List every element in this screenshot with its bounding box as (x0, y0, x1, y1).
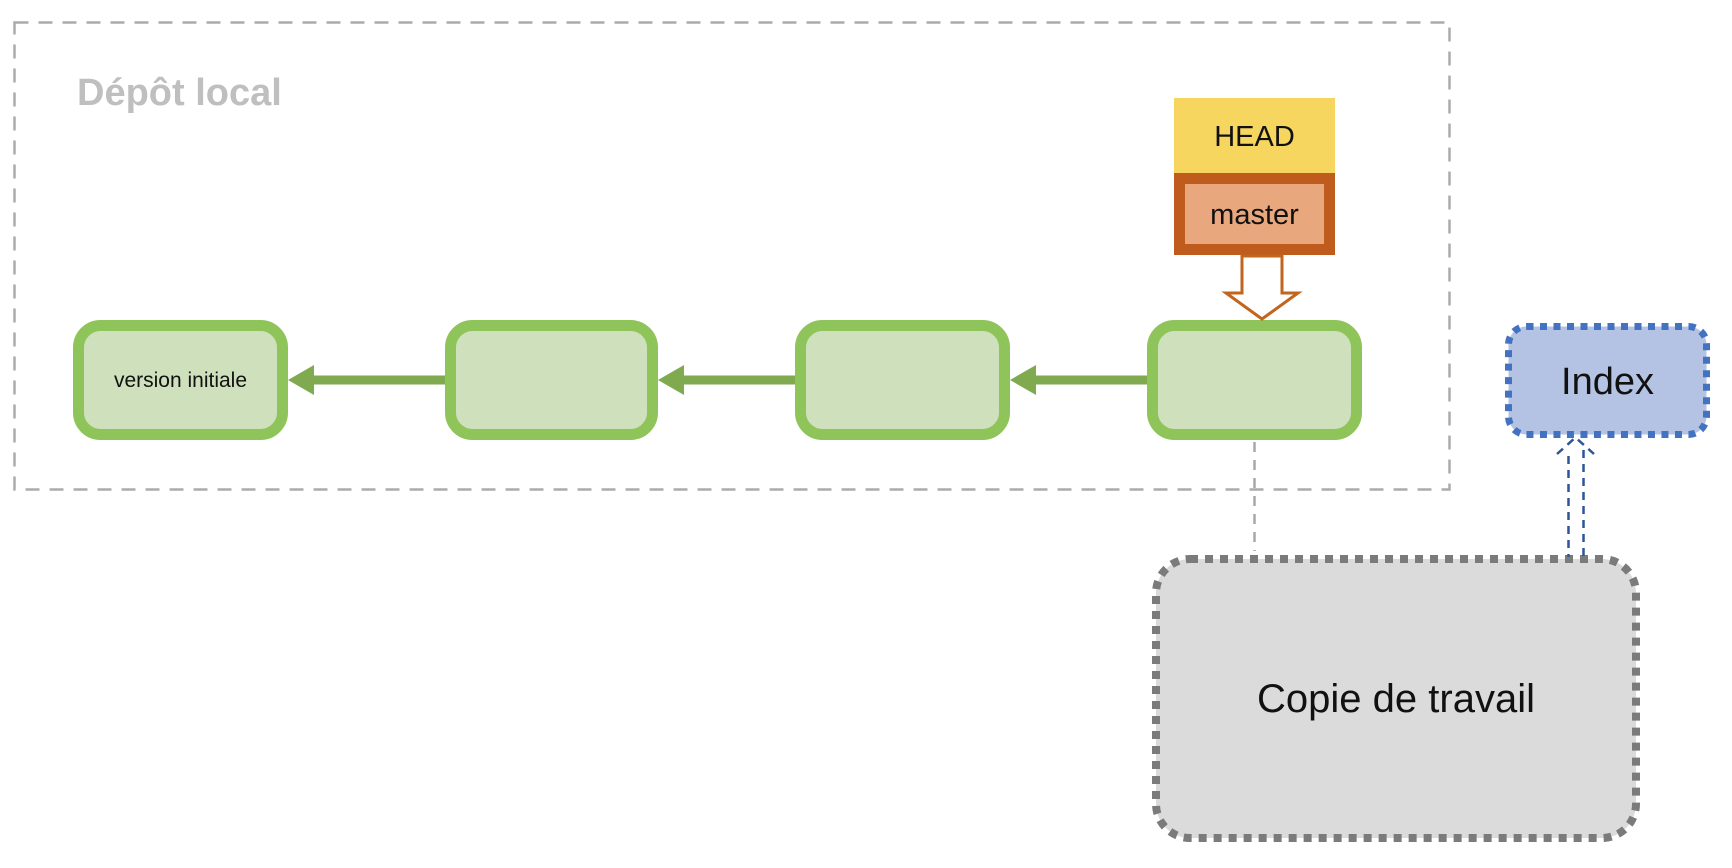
commit-box-2 (445, 320, 658, 440)
commit-arrow-2-to-1 (288, 365, 445, 395)
pointer-arrow (1221, 254, 1303, 321)
commit-box-1 (73, 320, 288, 440)
stage-arrow-head (1556, 435, 1595, 455)
master-box (1174, 173, 1335, 255)
index-box (1505, 323, 1710, 438)
working-copy-node: Copie de travail (1152, 555, 1640, 842)
head-box (1174, 98, 1335, 173)
commit-box-4 (1147, 320, 1362, 440)
commit-label-1: version initiale (114, 369, 247, 392)
commit-node-2 (445, 320, 658, 440)
working-copy-box (1152, 555, 1640, 842)
commit-arrow-4-to-3 (1010, 365, 1147, 395)
index-node: Index (1505, 323, 1710, 438)
local-repo-title: Dépôt local (77, 72, 282, 114)
head-pointer: HEAD (1174, 98, 1335, 173)
stage-arrow (1556, 435, 1595, 557)
commit-node-4 (1147, 320, 1362, 440)
master-label: master (1210, 199, 1299, 231)
head-label: HEAD (1214, 121, 1295, 153)
local-repo-boundary (13, 21, 1451, 491)
index-label: Index (1561, 361, 1654, 403)
commit-node-1: version initiale (73, 320, 288, 440)
working-copy-label: Copie de travail (1257, 677, 1535, 721)
commit-arrow-3-to-2 (658, 365, 795, 395)
commit-box-3 (795, 320, 1010, 440)
commit-node-3 (795, 320, 1010, 440)
master-pointer: master (1174, 173, 1335, 255)
